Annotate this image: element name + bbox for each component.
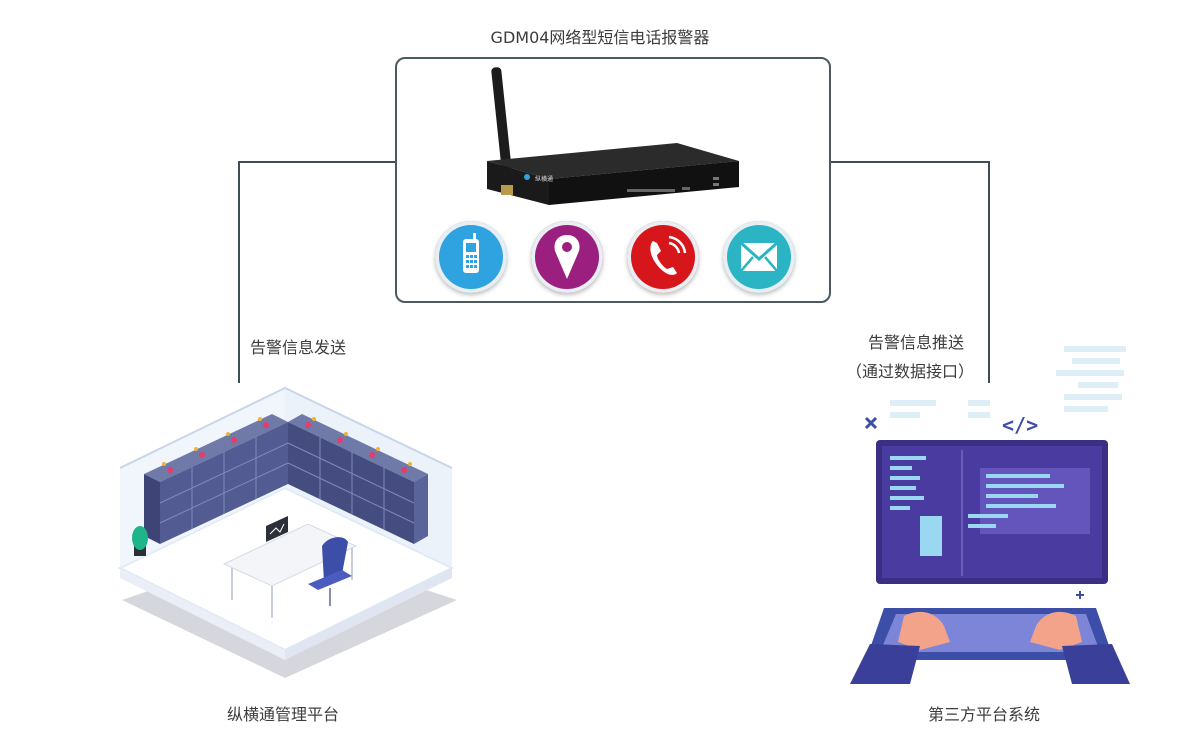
code-tag-icon: </>: [1002, 413, 1038, 437]
connector-right-horizontal: [831, 161, 990, 163]
envelope-icon: [723, 221, 795, 293]
alarm-device-image: 纵横通: [487, 67, 739, 205]
left-edge-label: 告警信息发送: [250, 338, 347, 357]
device-brand-text: 纵横通: [535, 175, 553, 183]
device-panel: 纵横通: [395, 57, 831, 303]
right-edge-label-line2: （通过数据接口）: [846, 362, 975, 381]
left-caption: 纵横通管理平台: [227, 705, 340, 724]
telephone-icon: [627, 221, 699, 293]
right-edge-label-line1: 告警信息推送: [868, 333, 965, 352]
device-title: GDM04网络型短信电话报警器: [490, 28, 710, 47]
connector-left-vertical: [238, 161, 240, 383]
mobile-phone-icon: [435, 221, 507, 293]
developer-laptop-illustration: </>: [850, 346, 1130, 684]
connector-right-vertical: [988, 161, 990, 383]
location-pin-icon: [531, 221, 603, 293]
server-room-illustration: [117, 386, 457, 678]
connector-left-horizontal: [238, 161, 396, 163]
right-caption: 第三方平台系统: [928, 705, 1041, 724]
